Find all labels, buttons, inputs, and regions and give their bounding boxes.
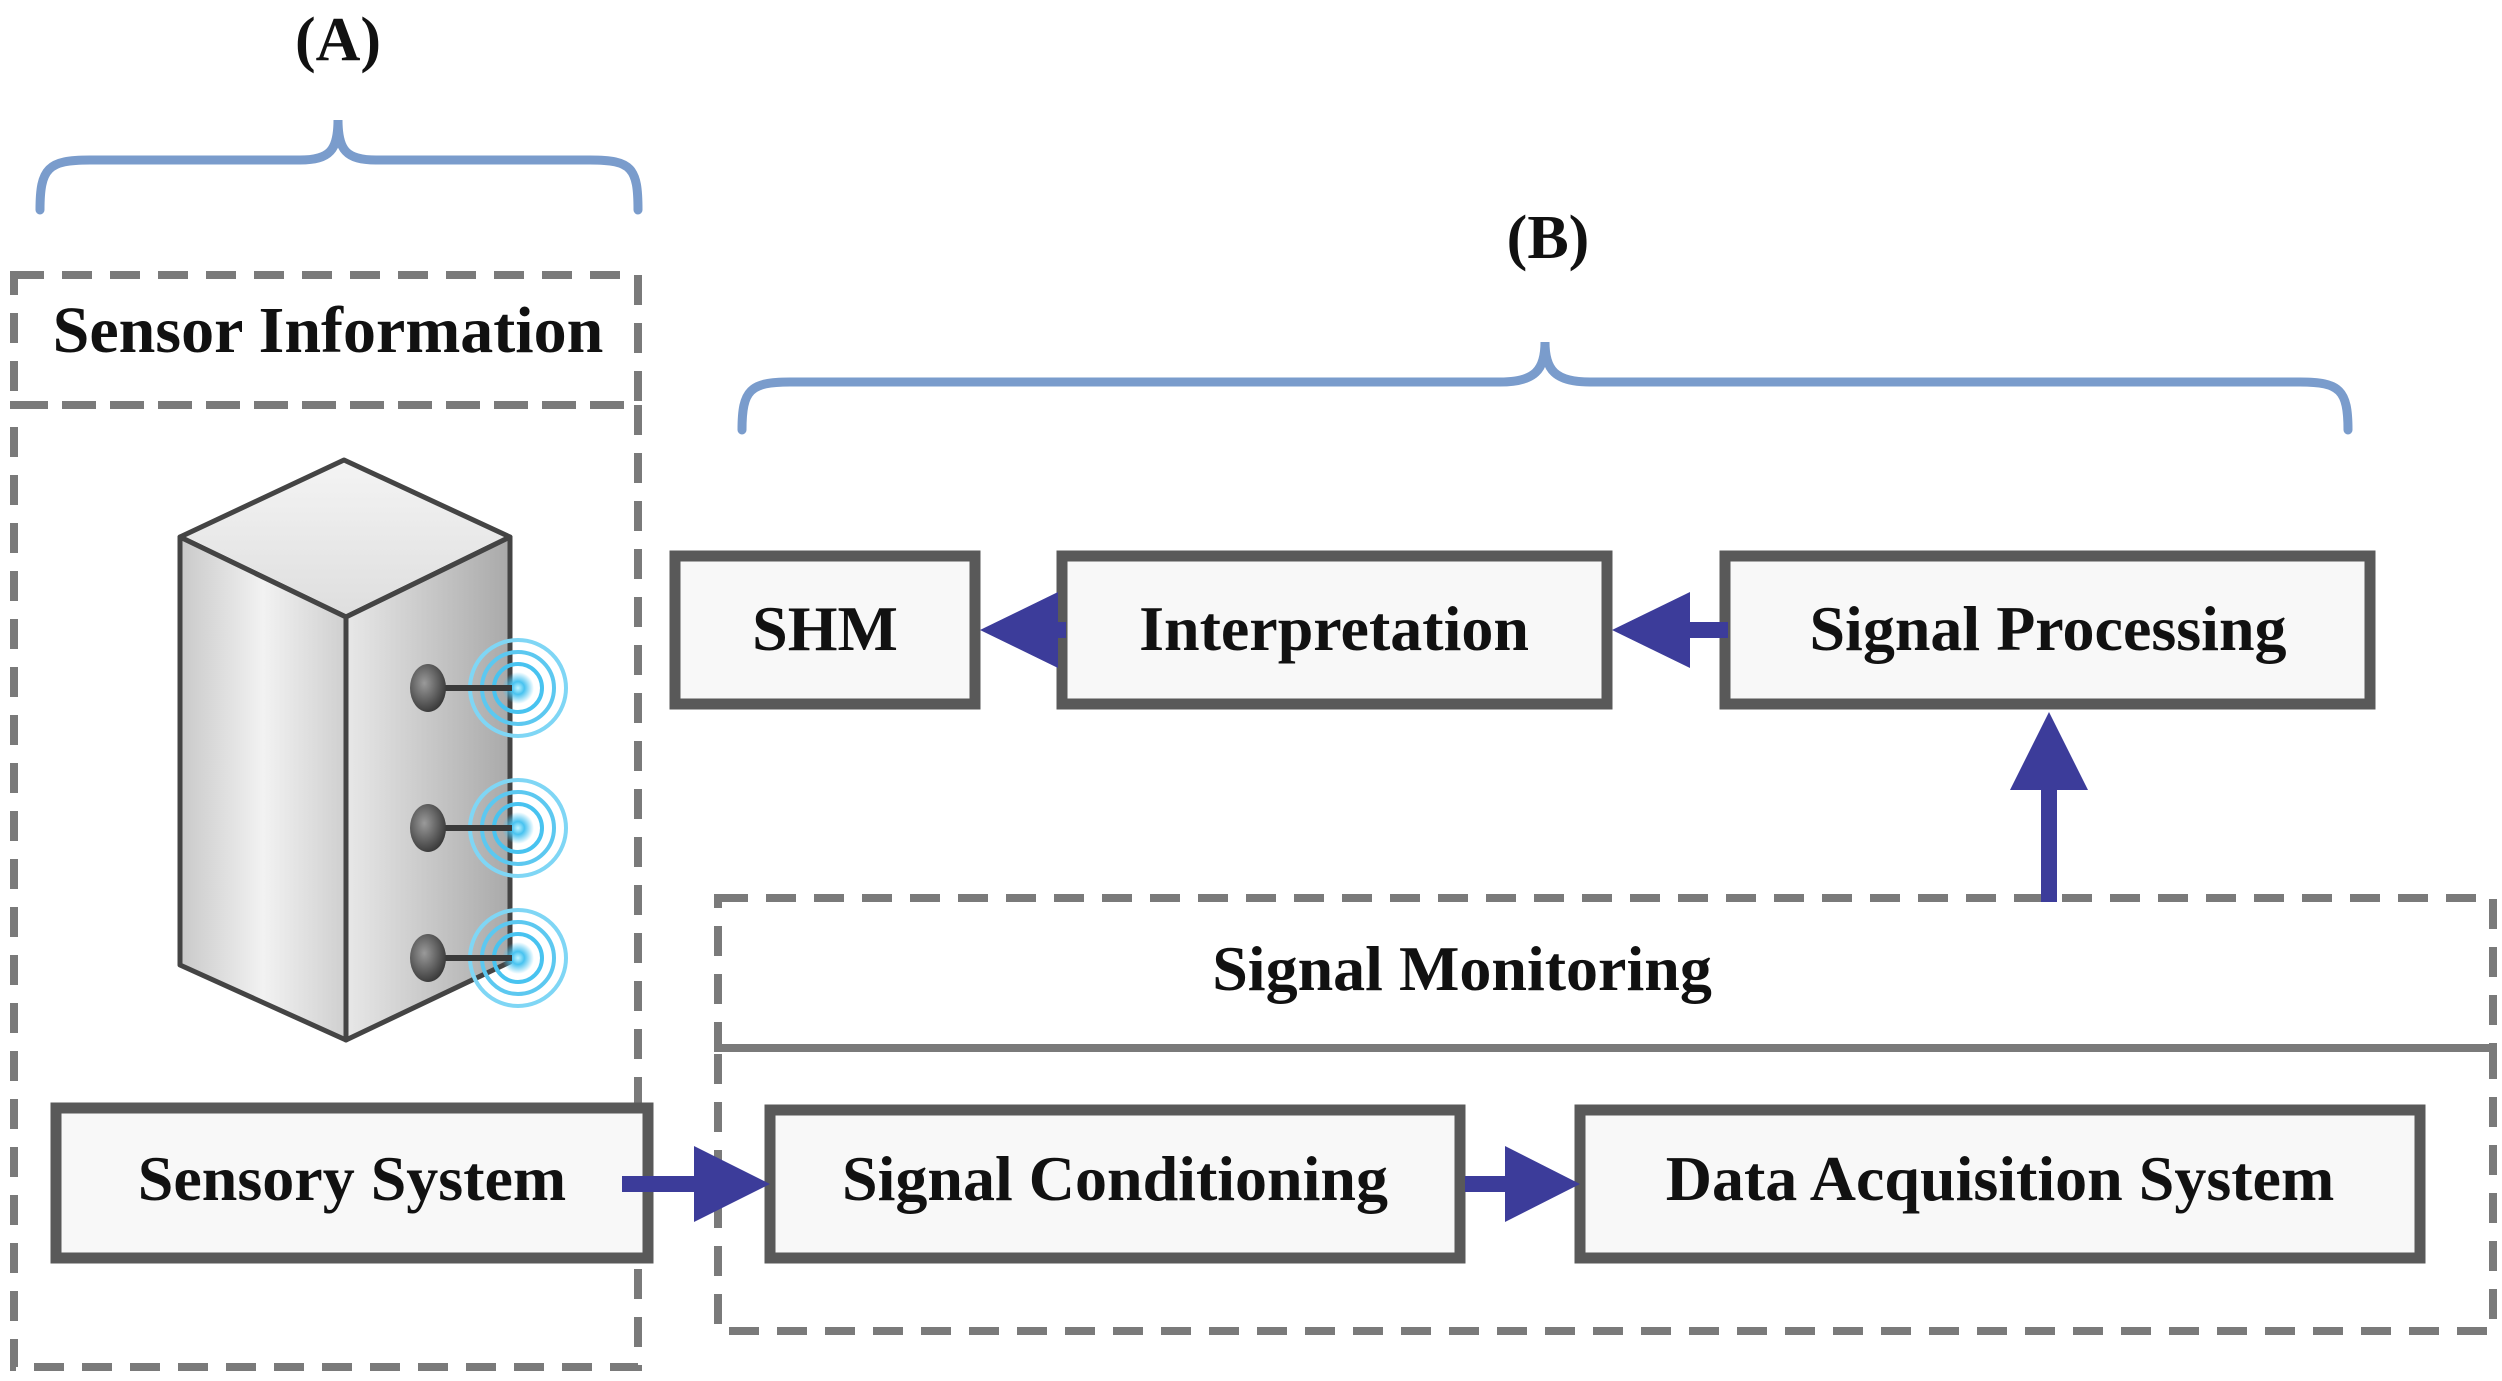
signal-conditioning-label: Signal Conditioning xyxy=(842,1143,1388,1214)
shm-label: SHM xyxy=(752,593,898,664)
arrow-conditioning-to-acquisition xyxy=(1465,1146,1580,1222)
wireless-sensor-icon xyxy=(410,778,568,878)
wireless-sensor-icon xyxy=(410,908,568,1008)
signal-processing-label: Signal Processing xyxy=(1809,593,2286,664)
interpretation-box xyxy=(1056,550,1613,710)
arrow-sensory-to-conditioning xyxy=(622,1146,770,1222)
sensor-area-frame xyxy=(10,401,642,1371)
group-b-label: (B) xyxy=(1507,204,1590,272)
arrow-interpretation-to-shm xyxy=(980,592,1066,668)
brace-b xyxy=(737,341,2353,435)
arrow-monitoring-to-processing xyxy=(2010,712,2088,902)
building-with-sensors-icon xyxy=(177,457,568,1043)
sensor-information-label: Sensor Information xyxy=(53,294,604,367)
shm-box xyxy=(669,550,981,710)
signal-monitoring-area-frame xyxy=(714,1044,2497,1335)
signal-monitoring-label: Signal Monitoring xyxy=(1212,933,1712,1004)
brace-a xyxy=(35,119,643,215)
interpretation-label: Interpretation xyxy=(1139,593,1529,664)
data-acquisition-label: Data Acquisition System xyxy=(1666,1143,2335,1214)
group-a-label: (A) xyxy=(295,6,381,74)
arrow-processing-to-interpretation xyxy=(1612,592,1728,668)
signal-conditioning-box xyxy=(764,1104,1466,1264)
wireless-sensor-icon xyxy=(410,638,568,738)
signal-processing-box xyxy=(1719,550,2376,710)
sensory-system-label: Sensory System xyxy=(138,1143,566,1214)
data-acquisition-box xyxy=(1574,1104,2426,1264)
